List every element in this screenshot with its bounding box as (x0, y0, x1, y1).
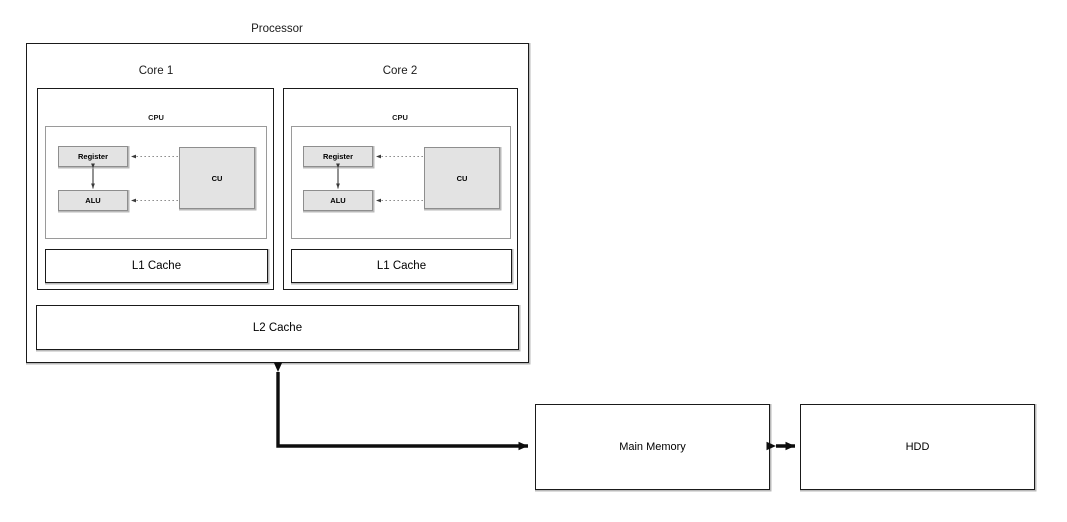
core-2-l1-cache-label: L1 Cache (376, 260, 427, 272)
core-1-alu-label: ALU (85, 196, 101, 205)
core-1-cpu-title: CPU (148, 113, 164, 122)
core-1-cu-box: CU (179, 147, 255, 209)
processor-main-memory-bus (273, 362, 528, 451)
processor-title: Processor (251, 23, 303, 35)
core-2-cu-box: CU (424, 147, 500, 209)
core-1-l1-cache-label: L1 Cache (131, 260, 182, 272)
l2-cache-label: L2 Cache (252, 321, 303, 334)
core-1-title: Core 1 (138, 65, 174, 77)
core-1-cu-label: CU (211, 173, 223, 183)
main-memory-box: Main Memory (535, 404, 770, 490)
hdd-label: HDD (905, 441, 930, 453)
core-2-register-label: Register (322, 152, 353, 161)
core-1-l1-cache-box: L1 Cache (45, 249, 268, 283)
core-2-l1-cache-box: L1 Cache (291, 249, 512, 283)
core-2-cu-label: CU (456, 173, 468, 183)
core-2-cpu-title: CPU (392, 113, 408, 122)
core-2-alu-label: ALU (330, 196, 346, 205)
hdd-box: HDD (800, 404, 1035, 490)
core-2-title: Core 2 (382, 65, 418, 77)
main-memory-label: Main Memory (619, 441, 686, 453)
l2-cache-box: L2 Cache (36, 305, 519, 350)
core-1-register-label: Register (77, 152, 108, 161)
core-2-alu-box: ALU (303, 190, 373, 211)
core-2-register-box: Register (303, 146, 373, 167)
core-1-alu-box: ALU (58, 190, 128, 211)
core-1-register-box: Register (58, 146, 128, 167)
